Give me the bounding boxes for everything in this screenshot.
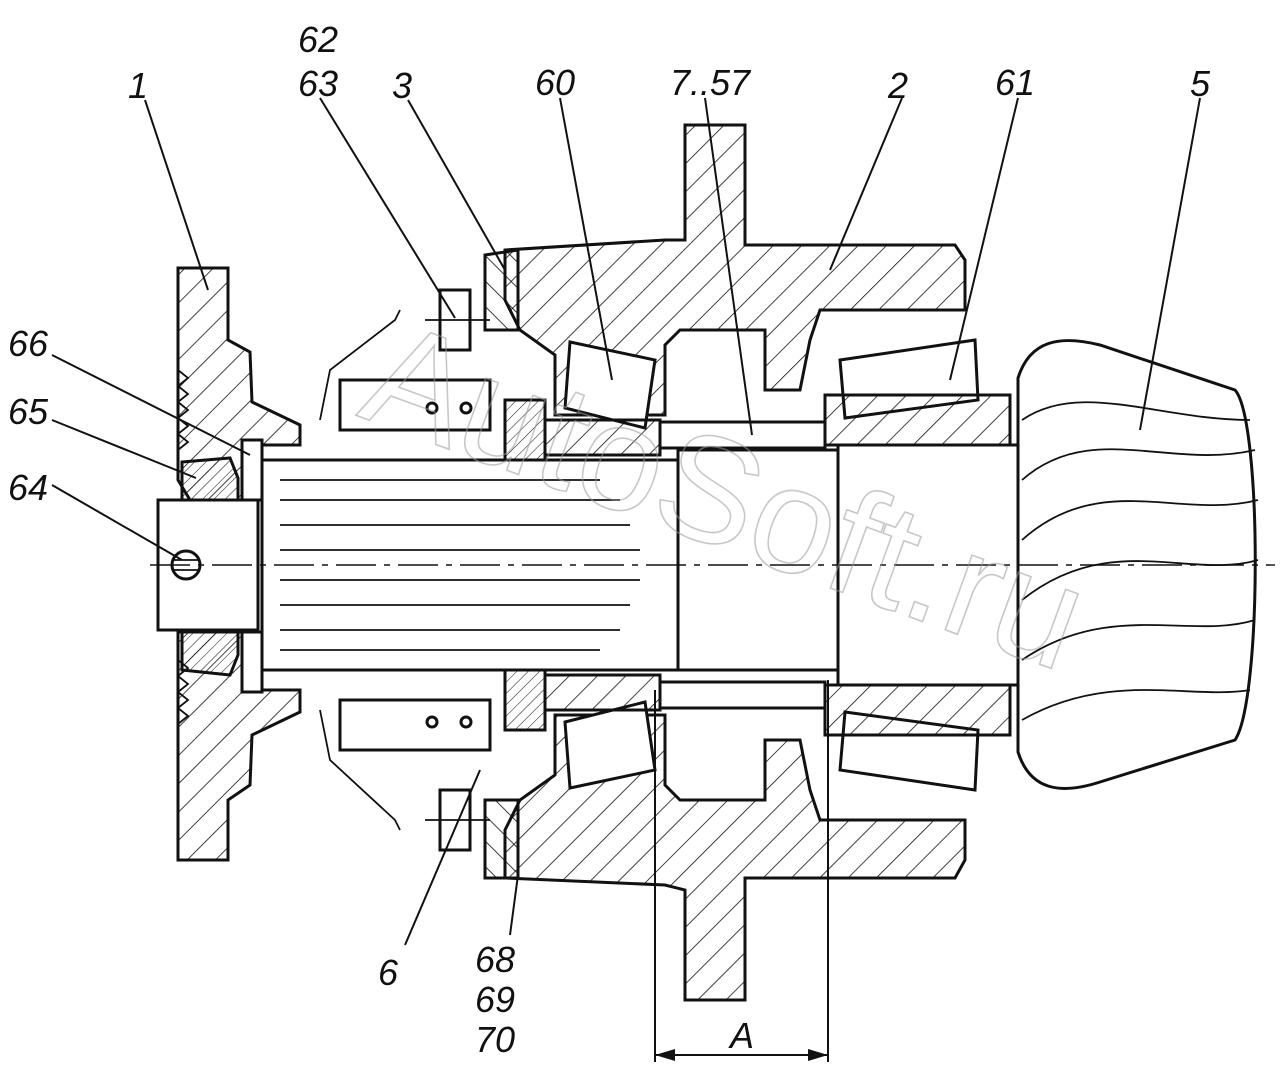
callout-1: 1 <box>128 65 148 106</box>
callout-6: 6 <box>378 952 399 993</box>
callout-2: 2 <box>887 65 908 106</box>
bevel-pinion-gear <box>1016 339 1259 790</box>
callout-69: 69 <box>475 979 515 1020</box>
callout-60: 60 <box>535 62 575 103</box>
leader-lines <box>51 97 1201 946</box>
callout-63: 63 <box>298 63 338 104</box>
callout-68: 68 <box>475 939 515 980</box>
oil-seals <box>319 309 547 831</box>
callout-3: 3 <box>392 65 412 106</box>
dimension-a <box>654 680 829 1062</box>
callout-70: 70 <box>475 1019 515 1060</box>
spacer-rings <box>658 420 827 710</box>
callout-62: 62 <box>298 19 338 60</box>
callout-5: 5 <box>1190 63 1211 104</box>
dimension-a-label: A <box>728 1015 754 1056</box>
callout-7-57: 7..57 <box>670 62 752 103</box>
callout-64: 64 <box>8 467 48 508</box>
callout-labels: 1 62 63 3 60 7..57 2 61 5 66 65 64 6 68 … <box>8 19 1211 1060</box>
callout-61: 61 <box>995 62 1035 103</box>
bearing-housing <box>483 123 967 1002</box>
callout-66: 66 <box>8 323 49 364</box>
bearing-60 <box>543 340 662 790</box>
callout-65: 65 <box>8 391 49 432</box>
